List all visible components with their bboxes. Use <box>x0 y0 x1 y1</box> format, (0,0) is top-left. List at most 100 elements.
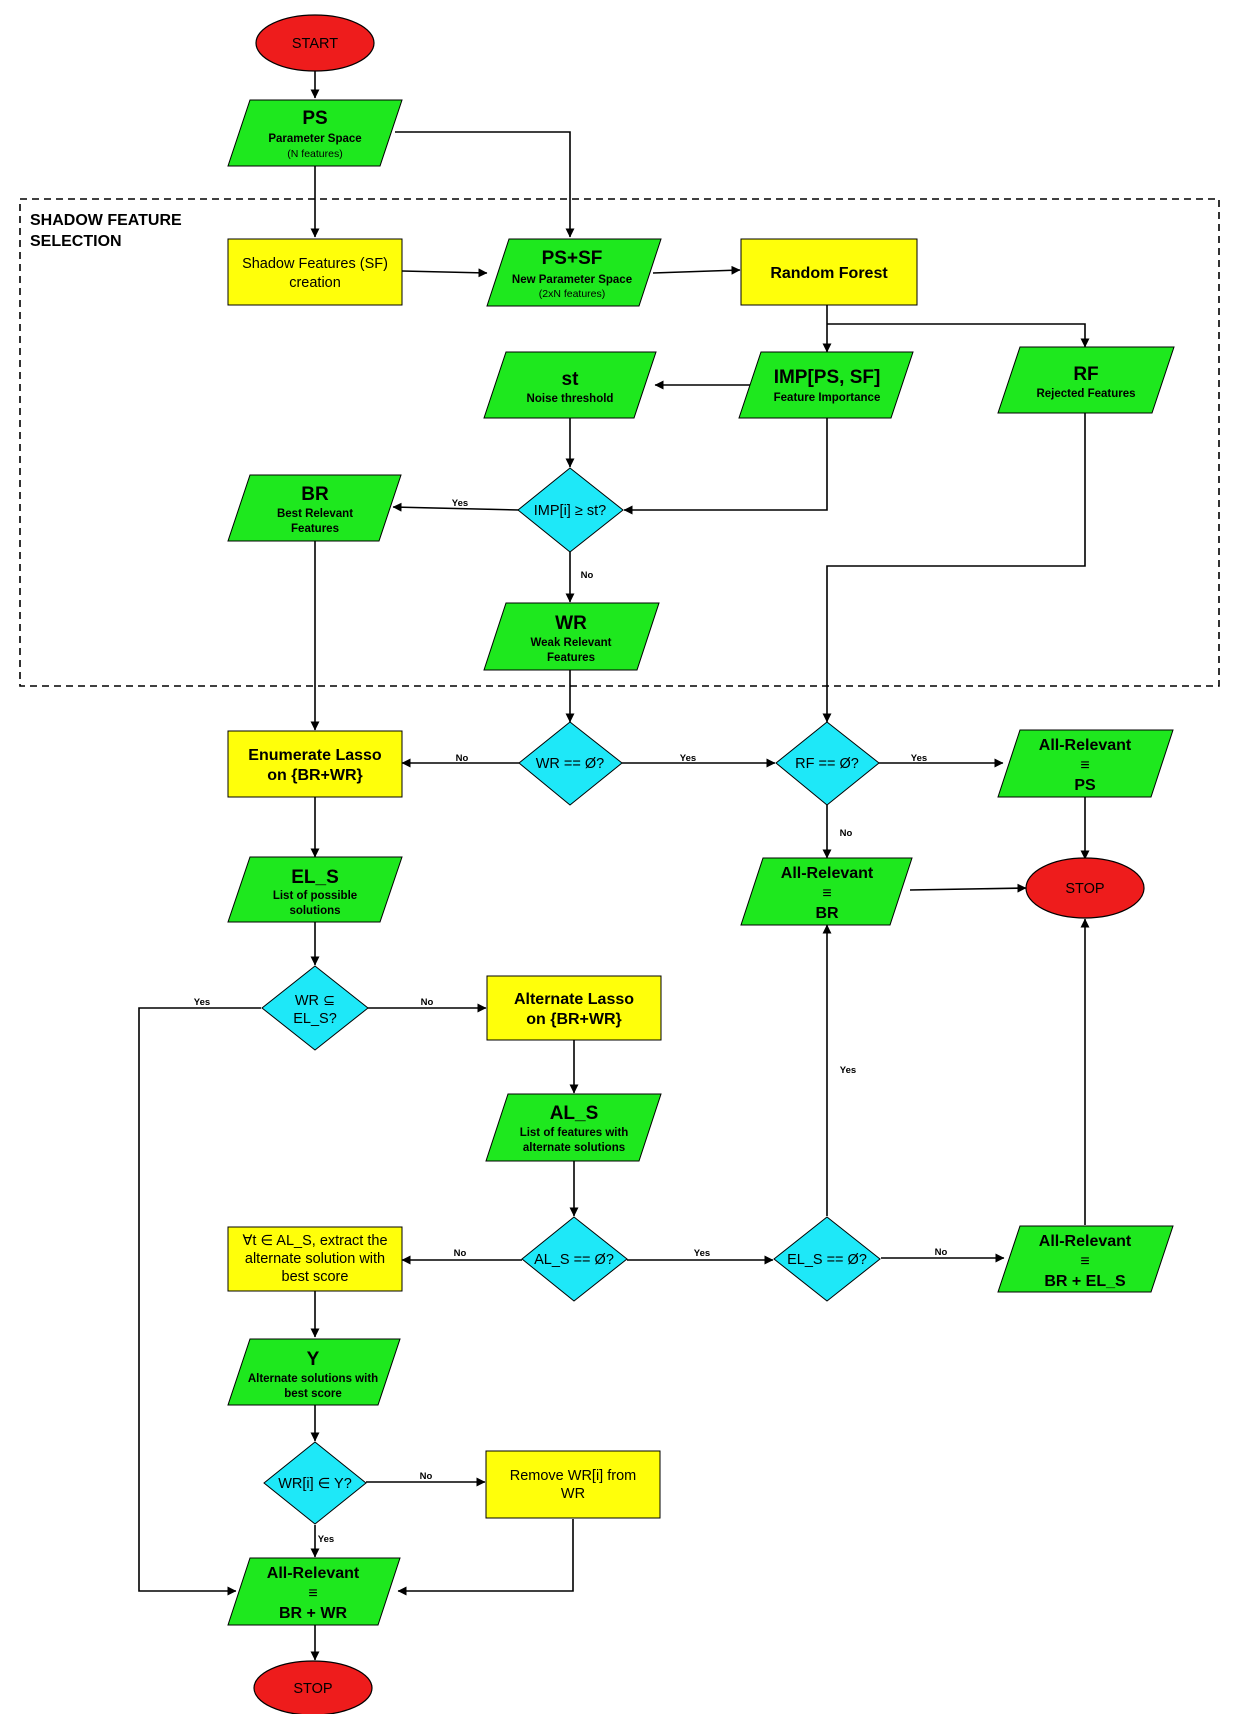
edge-label-in-y-yes: Yes <box>318 1534 334 1545</box>
wr-in-y-decision: WR[i] ∈ Y? <box>263 1441 367 1525</box>
imp-data-node: IMP[PS, SF] Feature Importance <box>738 351 914 419</box>
ps-line1: Parameter Space <box>268 133 361 145</box>
stop-right-label: STOP <box>1065 881 1104 897</box>
y-line1: Alternate solutions with <box>248 1373 378 1385</box>
al-s-line2: alternate solutions <box>523 1142 625 1154</box>
alternate-lasso-line1: Alternate Lasso <box>514 991 634 1008</box>
wr-subset-line2: EL_S? <box>293 1011 337 1027</box>
al-s-data-node: AL_S List of features with alternate sol… <box>485 1093 662 1162</box>
el-s-line2: solutions <box>289 905 340 917</box>
enumerate-lasso-line2: on {BR+WR} <box>267 767 363 784</box>
alternate-lasso-process: Alternate Lasso on {BR+WR} <box>486 975 662 1041</box>
st-data-node: st Noise threshold <box>483 351 657 419</box>
wr-empty-decision: WR == Ø? <box>518 721 623 806</box>
wr-empty-label: WR == Ø? <box>536 756 605 772</box>
ps-line2: (N features) <box>287 148 342 160</box>
br-line2: Features <box>291 523 339 535</box>
y-line2: best score <box>284 1388 342 1400</box>
all-relevant-ps-node: All-Relevant ≡ PS <box>997 729 1174 798</box>
all-relevant-br-node: All-Relevant ≡ BR <box>740 857 913 926</box>
edge-label-imp-no: No <box>581 570 594 581</box>
stop-bottom-label: STOP <box>293 1681 332 1697</box>
all-relevant-br-line1: All-Relevant <box>781 865 874 882</box>
st-title: st <box>562 369 580 390</box>
alternate-lasso-line2: on {BR+WR} <box>526 1011 622 1028</box>
edge-label-el-s-no: No <box>935 1247 948 1258</box>
all-relevant-ps-line1: All-Relevant <box>1039 737 1132 754</box>
edge-labels: Yes No No Yes Yes No Yes No No Yes No Ye… <box>194 498 948 1545</box>
extract-line1: ∀t ∈ AL_S, extract the <box>242 1233 387 1249</box>
all-relevant-br-el-s-node: All-Relevant ≡ BR + EL_S <box>997 1225 1174 1293</box>
edge-label-rf-empty-yes: Yes <box>911 753 927 764</box>
imp-line1: Feature Importance <box>774 392 881 404</box>
edge-label-rf-empty-no: No <box>840 828 853 839</box>
edge-label-al-s-yes: Yes <box>694 1248 710 1259</box>
random-forest-label: Random Forest <box>770 265 888 282</box>
all-relevant-br-el-s-line1: All-Relevant <box>1039 1233 1132 1250</box>
al-s-line1: List of features with <box>520 1127 629 1139</box>
wr-subset-line1: WR ⊆ <box>295 993 335 1009</box>
remove-wr-line1: Remove WR[i] from <box>510 1468 637 1484</box>
br-line1: Best Relevant <box>277 508 353 520</box>
ps-sf-line1: New Parameter Space <box>512 274 632 286</box>
remove-wr-process: Remove WR[i] from WR <box>485 1450 661 1519</box>
start-terminal: START <box>255 14 375 72</box>
wr-subset-decision: WR ⊆ EL_S? <box>261 965 369 1051</box>
wr-line1: Weak Relevant <box>531 637 612 649</box>
imp-threshold-label: IMP[i] ≥ st? <box>534 503 606 519</box>
extract-line2: alternate solution with <box>245 1251 385 1267</box>
el-s-empty-decision: EL_S == Ø? <box>773 1216 881 1302</box>
edge-label-wr-empty-no: No <box>456 753 469 764</box>
rf-empty-label: RF == Ø? <box>795 756 859 772</box>
al-s-empty-decision: AL_S == Ø? <box>521 1216 628 1302</box>
enumerate-lasso-process: Enumerate Lasso on {BR+WR} <box>227 730 403 798</box>
edge-label-wr-empty-yes: Yes <box>680 753 696 764</box>
imp-threshold-decision: IMP[i] ≥ st? <box>517 467 624 553</box>
wr-data-node: WR Weak Relevant Features <box>483 602 660 671</box>
random-forest-process: Random Forest <box>740 238 918 306</box>
rf-empty-decision: RF == Ø? <box>775 721 880 806</box>
y-data-node: Y Alternate solutions with best score <box>227 1338 401 1406</box>
all-relevant-br-wr-node: All-Relevant ≡ BR + WR <box>227 1557 401 1626</box>
edge-label-al-s-no: No <box>454 1248 467 1259</box>
edges <box>138 71 1090 1661</box>
all-relevant-br-line2: ≡ <box>822 885 831 902</box>
rf-line1: Rejected Features <box>1036 388 1135 400</box>
sf-creation-process: Shadow Features (SF) creation <box>227 238 403 306</box>
y-title: Y <box>307 1349 320 1370</box>
edge-label-in-y-no: No <box>420 1471 433 1482</box>
all-relevant-ps-line3: PS <box>1074 777 1096 794</box>
st-line1: Noise threshold <box>527 393 614 405</box>
ps-data-node: PS Parameter Space (N features) <box>227 99 403 167</box>
all-relevant-ps-line2: ≡ <box>1080 757 1089 774</box>
al-s-title: AL_S <box>550 1103 599 1124</box>
br-title: BR <box>301 484 329 505</box>
el-s-empty-label: EL_S == Ø? <box>787 1252 867 1268</box>
stop-bottom-terminal: STOP <box>253 1660 373 1714</box>
edge-label-subset-no: No <box>421 997 434 1008</box>
all-relevant-br-wr-line3: BR + WR <box>279 1605 347 1622</box>
section-title-line1: SHADOW FEATURE <box>30 212 182 229</box>
rf-title: RF <box>1073 364 1098 385</box>
all-relevant-br-line3: BR <box>815 905 839 922</box>
extract-line3: best score <box>282 1269 349 1285</box>
sf-creation-line1: Shadow Features (SF) <box>242 256 388 272</box>
ps-sf-data-node: PS+SF New Parameter Space (2xN features) <box>486 238 662 307</box>
section-title-line2: SELECTION <box>30 233 122 250</box>
el-s-line1: List of possible <box>273 890 357 902</box>
all-relevant-br-el-s-line3: BR + EL_S <box>1044 1273 1126 1290</box>
ps-sf-title: PS+SF <box>542 248 603 269</box>
ps-title: PS <box>302 108 327 129</box>
wr-in-y-label: WR[i] ∈ Y? <box>278 1476 352 1492</box>
enumerate-lasso-line1: Enumerate Lasso <box>248 747 382 764</box>
edge-label-subset-yes: Yes <box>194 997 210 1008</box>
ps-sf-line2: (2xN features) <box>539 288 606 300</box>
all-relevant-br-el-s-line2: ≡ <box>1080 1253 1089 1270</box>
start-label: START <box>292 36 338 52</box>
br-data-node: BR Best Relevant Features <box>227 474 402 542</box>
wr-title: WR <box>555 613 587 634</box>
shadow-feature-selection-section <box>19 198 1220 687</box>
all-relevant-br-wr-line2: ≡ <box>308 1585 317 1602</box>
al-s-empty-label: AL_S == Ø? <box>534 1252 614 1268</box>
